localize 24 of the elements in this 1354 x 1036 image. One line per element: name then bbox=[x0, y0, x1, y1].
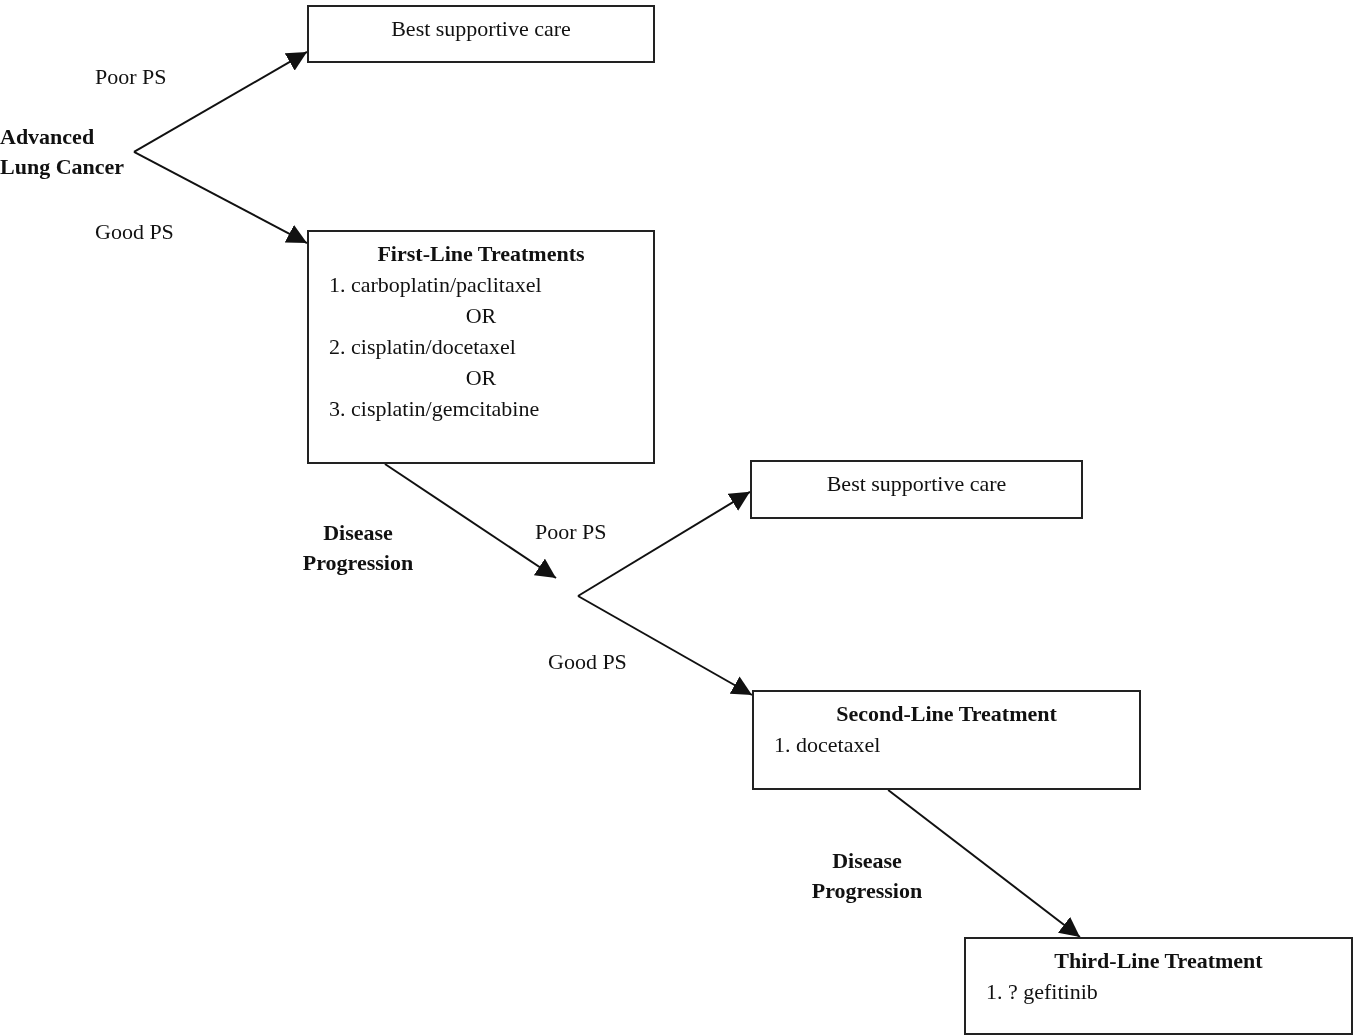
box-heading: Second-Line Treatment bbox=[835, 700, 1058, 728]
process-box bbox=[752, 690, 1141, 790]
arrow bbox=[133, 150, 308, 245]
arrow bbox=[887, 789, 1081, 938]
or-text: OR bbox=[464, 364, 498, 392]
process-box bbox=[964, 937, 1353, 1035]
arrow bbox=[577, 595, 753, 696]
list-item: 2. cisplatin/docetaxel bbox=[328, 333, 517, 361]
list-item: 1. carboplatin/paclitaxel bbox=[328, 271, 543, 299]
process-box bbox=[307, 5, 655, 63]
start-label: Advanced Lung Cancer bbox=[0, 123, 126, 181]
box-heading: First-Line Treatments bbox=[376, 240, 586, 268]
process-box bbox=[307, 230, 655, 464]
list-item: 1. docetaxel bbox=[773, 731, 882, 759]
or-text: OR bbox=[464, 302, 498, 330]
box-text: Best supportive care bbox=[825, 470, 1008, 498]
process-box bbox=[750, 460, 1083, 519]
arrow bbox=[577, 490, 751, 597]
box-text: Best supportive care bbox=[390, 15, 572, 43]
list-item: 1. ? gefitinib bbox=[985, 978, 1099, 1006]
arrow bbox=[133, 51, 308, 153]
list-item: 3. cisplatin/gemcitabine bbox=[328, 395, 541, 423]
arrow bbox=[383, 463, 557, 579]
box-heading: Third-Line Treatment bbox=[1053, 947, 1264, 975]
